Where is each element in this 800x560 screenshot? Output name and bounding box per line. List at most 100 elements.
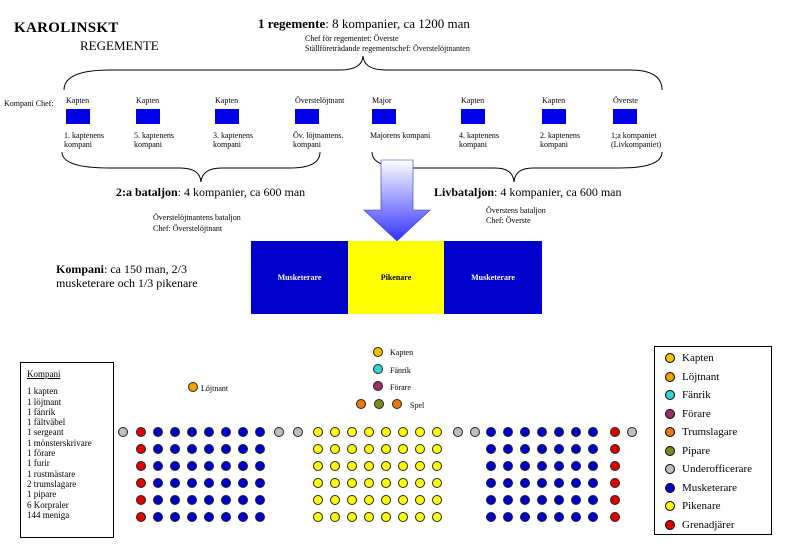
formation-musketerare [588,478,598,488]
formation-musketerare [571,512,581,522]
formation-musketerare [571,427,581,437]
legend-item: Musketerare [665,479,771,498]
legend-swatch [665,464,675,475]
formation-pikenare [415,478,425,488]
legend-label: Musketerare [682,481,737,494]
formation-musketerare [520,444,530,454]
formation-pikenare [398,478,408,488]
legend-label: Pipare [682,444,711,457]
formation-musketerare [486,495,496,505]
company-name-line: kompani [293,140,321,149]
formation-pikenare [364,444,374,454]
formation-underofficer [627,427,637,437]
block-musketerare-left: Musketerare [251,241,348,314]
formation-musketerare [221,512,231,522]
formation-grenadjar [136,461,146,471]
roster-item: 1 mönsterskrivare [27,437,92,448]
formation-musketerare [221,461,231,471]
formation-musketerare [255,461,265,471]
formation-pikenare [432,512,442,522]
block-pikenare: Pikenare [348,241,444,314]
regiment-heading-bold: 1 regemente [258,16,326,31]
livbataljon-bold: Livbataljon [434,185,495,199]
company-square [542,109,566,124]
formation-musketerare [503,478,513,488]
battalion2-line1: Överstelöjtnantens bataljon [153,213,241,222]
formation-underofficer [470,427,480,437]
regiment-heading-rest: : 8 kompanier, ca 1200 man [325,16,470,31]
formation-pikenare [432,495,442,505]
formation-musketerare [204,478,214,488]
livbataljon-line1: Överstens bataljon [486,206,546,215]
formation-musketerare [537,461,547,471]
formation-musketerare [588,512,598,522]
formation-pikenare [398,444,408,454]
formation-pikenare [432,478,442,488]
company-square [136,109,160,124]
formation-musketerare [187,461,197,471]
formation-musketerare [204,444,214,454]
formation-musketerare [503,444,513,454]
legend-label: Underofficerare [682,463,753,476]
formation-musketerare [170,444,180,454]
company-name-line: kompani [540,140,568,149]
legend-swatch [665,390,675,401]
label-kapten: Kapten [390,348,414,357]
formation-musketerare [571,461,581,471]
livbataljon-rest: : 4 kompanier, ca 600 man [494,185,622,199]
legend-swatch [665,482,675,493]
formation-musketerare [153,427,163,437]
formation-pikenare [313,512,323,522]
formation-pipare [374,399,384,409]
company-description: Kompani: ca 150 man, 2/3 musketerare och… [56,262,246,290]
formation-musketerare [221,495,231,505]
company-name-line: 3. kaptenens [213,131,253,140]
formation-trumslagare [356,399,366,409]
formation-musketerare [255,444,265,454]
formation-pikenare [330,444,340,454]
formation-pikenare [381,495,391,505]
formation-musketerare [588,461,598,471]
legend-item: Underofficerare [665,460,771,479]
formation-musketerare [153,461,163,471]
roster-item: 1 fänrik [27,406,56,417]
down-arrow [363,159,431,242]
company-square [295,109,319,124]
company-square [461,109,485,124]
formation-musketerare [537,512,547,522]
formation-musketerare [238,461,248,471]
formation-musketerare [204,461,214,471]
formation-pikenare [398,512,408,522]
company-square [66,109,90,124]
formation-musketerare [170,495,180,505]
legend-label: Grenadjärer [682,518,735,531]
formation-musketerare [520,512,530,522]
formation-musketerare [537,478,547,488]
formation-musketerare [187,444,197,454]
formation-underofficer [274,427,284,437]
roster-item: 1 kapten [27,386,58,397]
formation-pikenare [313,478,323,488]
legend-swatch [665,519,675,530]
formation-musketerare [153,478,163,488]
formation-musketerare [554,495,564,505]
formation-musketerare [238,512,248,522]
label-forare: Förare [390,383,411,392]
formation-pikenare [415,427,425,437]
battalion2-line2: Chef: Överstelöjtnant [153,224,223,233]
formation-musketerare [255,495,265,505]
formation-musketerare [238,478,248,488]
legend-item: Kapten [665,349,771,368]
formation-pikenare [313,427,323,437]
formation-pikenare [415,444,425,454]
formation-musketerare [503,427,513,437]
formation-grenadjar [610,461,620,471]
formation-pikenare [432,427,442,437]
formation-pikenare [347,495,357,505]
formation-musketerare [486,512,496,522]
formation-pikenare [330,427,340,437]
formation-pikenare [330,478,340,488]
regiment-deputy: Ställföreträdande regementschef: Överste… [305,44,470,53]
